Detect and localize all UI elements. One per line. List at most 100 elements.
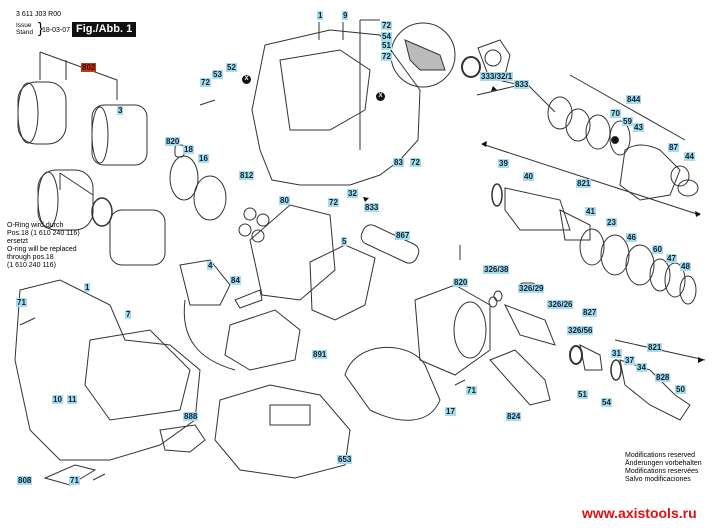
callout-326-38[interactable]: 326/38: [483, 265, 510, 274]
callout-43[interactable]: 43: [633, 123, 644, 132]
callout-71[interactable]: 71: [16, 298, 27, 307]
oring-note-line: through pos.18: [7, 254, 54, 261]
callout-48[interactable]: 48: [680, 262, 691, 271]
callout-821[interactable]: 821: [576, 179, 592, 188]
oring-note-line: O-Ring wird durch: [7, 222, 64, 229]
modifications-line: Salvo modificaciones: [625, 476, 691, 483]
callout-808[interactable]: 808: [17, 476, 33, 485]
callout-828[interactable]: 828: [655, 373, 671, 382]
callout-80[interactable]: 80: [279, 196, 290, 205]
callout-59[interactable]: 59: [622, 117, 633, 126]
callout-802[interactable]: 802: [81, 63, 97, 72]
callout-84[interactable]: 84: [230, 276, 241, 285]
oring-note: O-Ring wird durch Pos.18 (1 610 240 116)…: [7, 222, 80, 270]
callout-888[interactable]: 888: [183, 412, 199, 421]
x-marker-icon: X: [242, 75, 251, 84]
motor-variant-part: [37, 169, 166, 266]
oring-note-line: Pos.18 (1 610 240 116): [7, 230, 80, 237]
callout-72[interactable]: 72: [410, 158, 421, 167]
callout-37[interactable]: 37: [624, 356, 635, 365]
modifications-line: Modifications reserved: [625, 452, 696, 459]
spring-part: [360, 224, 420, 264]
callout-72[interactable]: 72: [381, 52, 392, 61]
callout-820[interactable]: 820: [453, 278, 469, 287]
callout-51[interactable]: 51: [577, 390, 588, 399]
callout-39[interactable]: 39: [498, 159, 509, 168]
callout-54[interactable]: 54: [381, 32, 392, 41]
callout-4[interactable]: 4: [207, 261, 214, 270]
callout-16[interactable]: 16: [198, 154, 209, 163]
document-number: 3 611 J03 R00: [16, 11, 62, 18]
issue-date: 18-03-07: [42, 27, 71, 34]
callout-60[interactable]: 60: [652, 245, 663, 254]
callout-52[interactable]: 52: [226, 63, 237, 72]
callout-9[interactable]: 9: [342, 11, 349, 20]
callout-326-29[interactable]: 326/29: [518, 284, 545, 293]
callout-1[interactable]: 1: [317, 11, 324, 20]
callout-891[interactable]: 891: [312, 350, 328, 359]
watermark-link[interactable]: www.axistools.ru: [582, 505, 697, 521]
callout-824[interactable]: 824: [506, 412, 522, 421]
drill-body: [14, 279, 201, 461]
callout-821[interactable]: 821: [647, 343, 663, 352]
callout-72[interactable]: 72: [200, 78, 211, 87]
callout-40[interactable]: 40: [523, 172, 534, 181]
gearbox-housing: [414, 284, 491, 376]
figure-label: Fig./Abb. 1: [72, 22, 137, 37]
oring-note-line: ersetzt: [7, 238, 29, 245]
air-guide-part: [249, 204, 336, 301]
callout-41[interactable]: 41: [585, 207, 596, 216]
callout-333-32-1[interactable]: 333/32/1: [480, 72, 514, 81]
oring-note-line: (1 610 240 116): [7, 262, 56, 269]
callout-827[interactable]: 827: [582, 308, 598, 317]
front-cap-assembly: [547, 96, 699, 201]
gasket-part: [344, 346, 441, 421]
callout-833[interactable]: 833: [514, 80, 530, 89]
callout-71[interactable]: 71: [69, 476, 80, 485]
modifications-note: Modifications reserved Änderungen vorbeh…: [625, 452, 702, 484]
callout-10[interactable]: 10: [52, 395, 63, 404]
callout-1[interactable]: 1: [84, 283, 91, 292]
electronics-module: [224, 309, 301, 371]
x-marker-icon: X: [376, 92, 385, 101]
callout-833[interactable]: 833: [364, 203, 380, 212]
callout-34[interactable]: 34: [636, 363, 647, 372]
callout-653[interactable]: 653: [337, 455, 353, 464]
callout-53[interactable]: 53: [212, 70, 223, 79]
callout-47[interactable]: 47: [666, 254, 677, 263]
callout-44[interactable]: 44: [684, 152, 695, 161]
callout-83[interactable]: 83: [393, 158, 404, 167]
callout-54[interactable]: 54: [601, 398, 612, 407]
callout-820[interactable]: 820: [165, 137, 181, 146]
callout-867[interactable]: 867: [395, 231, 411, 240]
callout-326-26[interactable]: 326/26: [547, 300, 574, 309]
callout-812[interactable]: 812: [239, 171, 255, 180]
battery-pack: [214, 384, 351, 479]
callout-18[interactable]: 18: [183, 145, 194, 154]
callout-31[interactable]: 31: [611, 349, 622, 358]
callout-51[interactable]: 51: [381, 41, 392, 50]
callout-3[interactable]: 3: [117, 106, 124, 115]
callout-72[interactable]: 72: [328, 198, 339, 207]
callout-844[interactable]: 844: [626, 95, 642, 104]
oring-note-line: O-ring will be replaced: [7, 246, 77, 253]
callout-70[interactable]: 70: [610, 109, 621, 118]
callout-46[interactable]: 46: [626, 233, 637, 242]
callout-32[interactable]: 32: [347, 189, 358, 198]
modifications-line: Modifications reservées: [625, 468, 699, 475]
modifications-line: Änderungen vorbehalten: [625, 460, 702, 467]
callout-23[interactable]: 23: [606, 218, 617, 227]
callout-87[interactable]: 87: [668, 143, 679, 152]
callout-50[interactable]: 50: [675, 385, 686, 394]
spindle-assembly: [491, 183, 697, 305]
callout-11[interactable]: 11: [67, 395, 78, 404]
callout-72[interactable]: 72: [381, 21, 392, 30]
bearing-set: [238, 207, 270, 243]
motor-part: [17, 81, 148, 166]
callout-5[interactable]: 5: [341, 237, 348, 246]
callout-7[interactable]: 7: [125, 310, 132, 319]
callout-71[interactable]: 71: [466, 386, 477, 395]
callout-17[interactable]: 17: [445, 407, 456, 416]
issue-label: Issue Stand: [16, 22, 33, 36]
callout-326-56[interactable]: 326/56: [567, 326, 594, 335]
